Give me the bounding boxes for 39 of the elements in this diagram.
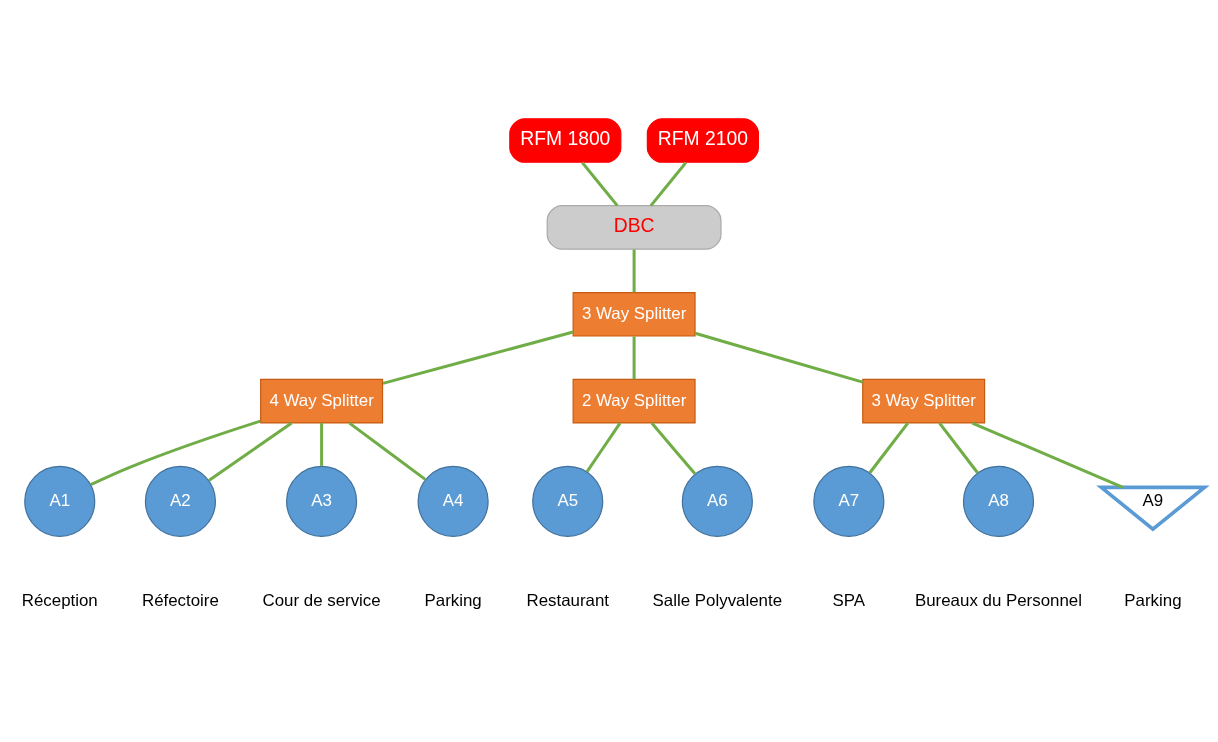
node-box: DBC <box>546 205 722 250</box>
node-label: Réception <box>21 590 98 610</box>
connector <box>348 421 427 481</box>
node-box: 2 Way Splitter <box>572 378 696 424</box>
node-label: Réfectoire <box>141 590 219 610</box>
connector <box>581 161 619 207</box>
node-label: Parking <box>424 590 482 610</box>
node-box: 3 Way Splitter <box>572 291 696 337</box>
connector <box>90 419 261 487</box>
connector <box>650 422 697 475</box>
node-label: Salle Polyvalente <box>652 590 783 610</box>
connector <box>694 331 864 384</box>
node-circle: A2 <box>144 465 217 537</box>
connector <box>868 422 909 474</box>
connector <box>971 421 1124 489</box>
node-label: Restaurant <box>526 590 610 610</box>
node-circle: A8 <box>962 465 1035 537</box>
node-circle: A5 <box>532 465 604 537</box>
node-label: Bureaux du Personnel <box>914 590 1082 610</box>
node-box: RFM 1800 <box>509 118 622 163</box>
node-label: Parking <box>1124 590 1182 610</box>
node-box: 4 Way Splitter <box>260 378 384 424</box>
node-box: RFM 2100 <box>646 118 759 163</box>
node-box: 3 Way Splitter <box>862 378 986 424</box>
connector <box>208 421 293 482</box>
connector <box>382 330 574 385</box>
node-circle: A1 <box>24 465 96 537</box>
connector <box>632 336 636 380</box>
connector <box>938 422 979 474</box>
node-circle: A4 <box>417 465 489 537</box>
connector <box>632 249 636 293</box>
node-circle: A3 <box>286 465 358 537</box>
node-label: Cour de service <box>262 590 381 610</box>
node-circle: A7 <box>813 465 885 537</box>
connector <box>320 423 324 466</box>
node-circle: A6 <box>681 465 753 537</box>
node-label: SPA <box>832 590 866 610</box>
connector <box>649 161 688 207</box>
connector <box>585 422 622 473</box>
